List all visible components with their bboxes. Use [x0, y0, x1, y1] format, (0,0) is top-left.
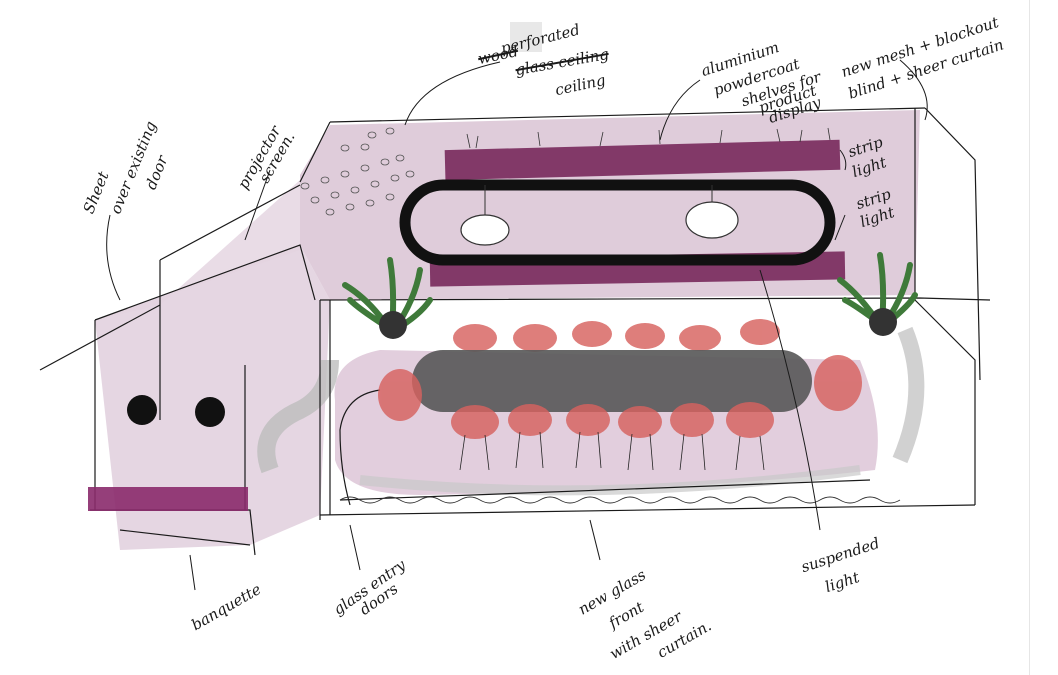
pendant-rods [484, 185, 713, 215]
shadow-stroke-left [257, 359, 339, 474]
banquette-bar [88, 487, 248, 511]
glass-front-line [339, 496, 901, 504]
dining-table [412, 350, 812, 412]
plant-right [837, 252, 918, 336]
shelf-items [466, 127, 831, 149]
structure-lines [39, 107, 991, 556]
leader-lines [106, 59, 928, 591]
shadow-stroke-right [892, 326, 925, 464]
suspended-light-loop [399, 179, 836, 266]
suspended-pendant-left [460, 214, 510, 246]
perforation-dots [300, 127, 415, 216]
sheet-edge [1029, 0, 1030, 675]
suspended-pendant-right [685, 201, 739, 239]
chairs-front-row [378, 355, 862, 439]
checker-patch [510, 22, 542, 52]
door-handle-right [195, 397, 225, 427]
angled-wall-wash [95, 180, 300, 320]
chair-legs [459, 431, 765, 471]
door-handle-left [127, 395, 157, 425]
strip-light-top [444, 139, 841, 181]
chairs-back-row [453, 319, 780, 352]
plant-left [342, 257, 433, 339]
